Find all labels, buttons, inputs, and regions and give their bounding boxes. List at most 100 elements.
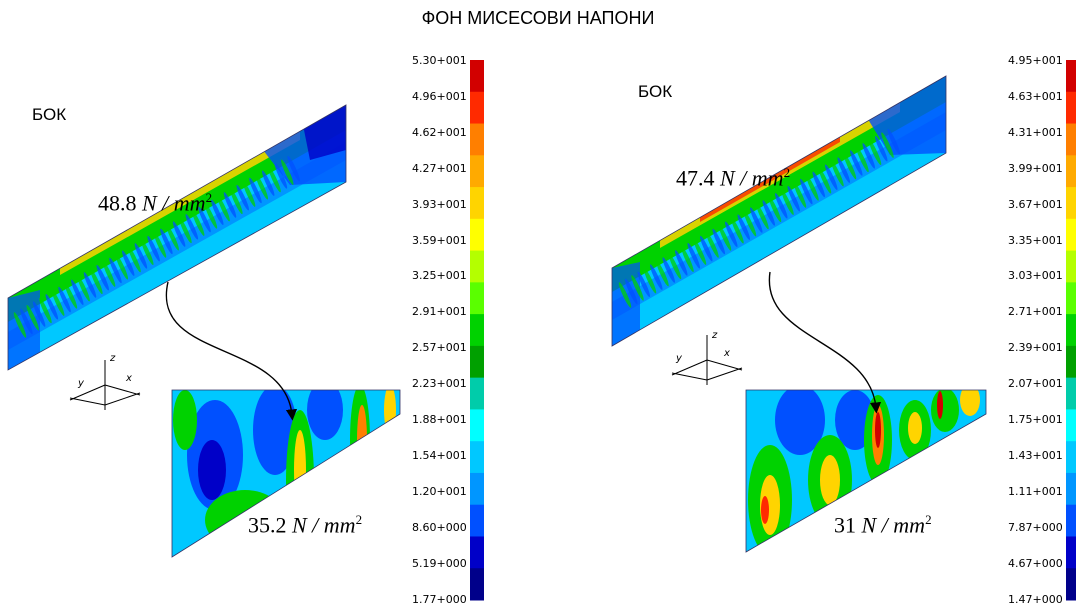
beam-stripe — [868, 139, 882, 165]
beam-stripe — [20, 308, 33, 335]
color-bar-swatch — [470, 504, 484, 537]
color-bar-swatch — [470, 536, 484, 569]
beam-stripe — [172, 221, 186, 247]
beam-stripe — [800, 178, 813, 205]
legend-label: 3.67+001 — [1008, 197, 1063, 211]
color-bar-swatch — [1066, 218, 1076, 252]
color-bar-swatch — [1066, 377, 1076, 410]
beam-stripe — [668, 253, 682, 280]
color-bar-swatch — [1066, 155, 1076, 188]
beam-stripe — [230, 188, 243, 215]
legend-label: 2.91+001 — [412, 305, 467, 319]
beam-stripe — [166, 225, 179, 251]
beam-stripe — [706, 232, 719, 258]
beam-stripe — [875, 135, 888, 162]
beam-stripe — [198, 206, 211, 233]
axis-label-x-left: x — [126, 373, 132, 384]
color-bar-swatch — [1066, 441, 1076, 474]
color-bar-swatch — [470, 472, 484, 506]
beam-stripe — [147, 235, 160, 262]
color-bar-swatch — [1066, 472, 1076, 506]
beam-stripe — [96, 265, 109, 291]
legend-label: 5.30+001 — [412, 54, 467, 67]
legend-label: 2.07+001 — [1008, 377, 1063, 391]
color-bar-swatch — [1066, 60, 1076, 93]
color-bar-swatch — [1066, 314, 1076, 347]
beam-stripe — [625, 278, 638, 305]
color-bar-swatch — [1066, 282, 1076, 315]
legend-label: 4.67+000 — [1008, 556, 1063, 570]
legend-label: 4.27+001 — [412, 161, 467, 175]
beam-stripe — [831, 160, 844, 187]
beam-stripe — [768, 196, 782, 223]
color-bar-swatch — [470, 250, 484, 283]
color-bar-swatch — [1066, 187, 1076, 220]
beam-stripe — [762, 200, 775, 226]
axis-label-z-right: z — [712, 330, 718, 341]
beam-stripe — [725, 221, 738, 248]
beam-stripe — [837, 157, 850, 183]
beam-stripe — [83, 272, 97, 298]
beam-stripe — [64, 283, 78, 309]
color-bar-swatch — [470, 377, 484, 410]
beam-stripe — [812, 171, 825, 198]
legend-label: 1.75+001 — [1008, 413, 1063, 426]
axis-label-x-right: x — [724, 348, 730, 359]
beam-stripe — [693, 239, 707, 265]
beam-stripe — [718, 225, 732, 251]
color-bar-swatch — [1066, 250, 1076, 283]
beam-stripe — [26, 305, 39, 331]
beam-stripe — [115, 254, 129, 280]
beam-stripe — [287, 155, 300, 182]
beam-stripe — [160, 228, 173, 255]
color-bar-swatch — [470, 409, 484, 442]
axis-label-y-right: y — [676, 353, 682, 364]
beam-stripe — [217, 195, 230, 222]
legend-label: 3.93+001 — [412, 197, 467, 211]
beam-stripe — [223, 192, 237, 218]
beam-left-contour — [8, 105, 346, 370]
legend-label: 2.71+001 — [1008, 305, 1063, 319]
color-bar-swatch — [470, 187, 484, 220]
connector-arrow-right — [768, 271, 882, 414]
color-bar-swatch — [470, 123, 484, 156]
beam-stripe — [121, 250, 135, 276]
beam-stripe — [675, 250, 688, 276]
max-stress-right: 47.4 N / mm2 — [676, 165, 791, 191]
beam-stripe — [856, 146, 869, 173]
beam-stripe — [712, 228, 725, 255]
beam-stripe — [51, 290, 65, 316]
beam-stripe — [71, 279, 84, 305]
beam-stripe — [806, 175, 819, 201]
legend-label: 2.23+001 — [412, 377, 467, 391]
legend-label: 4.62+001 — [412, 125, 467, 139]
beam-stripe — [191, 210, 205, 236]
beam-stripe — [236, 185, 249, 211]
beam-stripe — [179, 217, 192, 244]
beam-stripe — [631, 275, 644, 301]
beam-stripe — [662, 257, 675, 283]
legend-label: 2.57+001 — [412, 341, 467, 355]
color-bar-swatch — [1066, 123, 1076, 156]
legend-label: 3.03+001 — [1008, 269, 1063, 283]
color-bar-swatch — [470, 155, 484, 188]
legend-label: 1.77+000 — [412, 592, 467, 606]
beam-stripe — [818, 168, 832, 194]
beam-stripe — [843, 153, 857, 180]
beam-stripe — [128, 246, 141, 273]
legend-label: 1.47+000 — [1008, 592, 1063, 606]
side-label-right: БОК — [638, 82, 673, 101]
beam-stripe — [825, 164, 838, 190]
beam-stripe — [274, 163, 288, 189]
beam-stripe — [643, 268, 657, 294]
beam-stripe — [637, 271, 650, 298]
beam-stripe — [756, 203, 769, 230]
beam-stripe — [775, 193, 788, 219]
beam-stripe — [281, 159, 294, 185]
color-bar-swatch — [1066, 536, 1076, 569]
legend-label: 4.95+001 — [1008, 54, 1063, 67]
beam-stripe — [862, 143, 875, 169]
color-bar-swatch — [1066, 568, 1076, 601]
beam-stripe — [881, 132, 894, 158]
